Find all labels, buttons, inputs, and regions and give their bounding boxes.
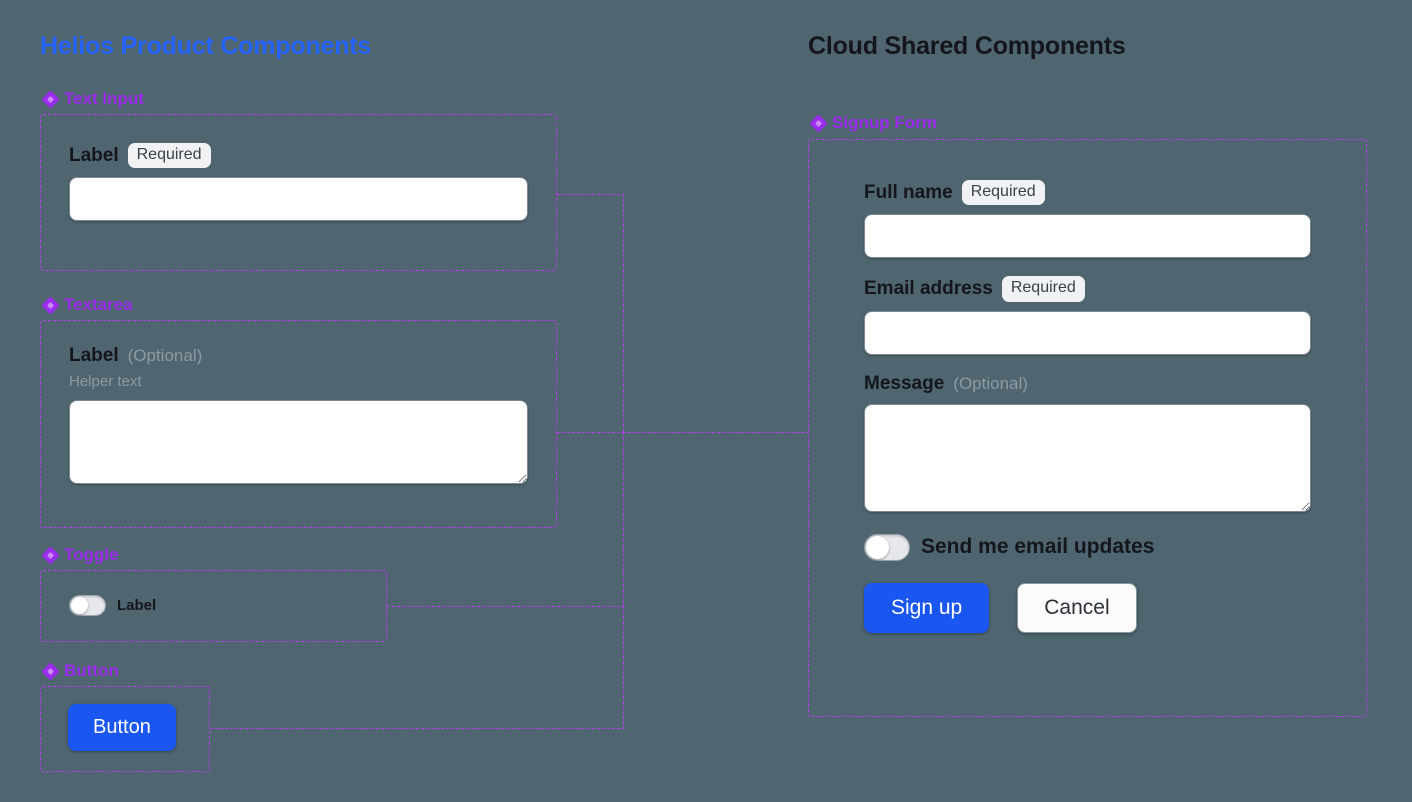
component-tag-textarea: Textarea bbox=[41, 295, 133, 315]
connector-textarea-stub bbox=[557, 432, 625, 433]
connector-text-input-stub bbox=[557, 194, 625, 195]
component-tag-text-input: Text Input bbox=[41, 89, 144, 109]
message-label-row: Message (Optional) bbox=[864, 373, 1311, 395]
left-column-title: Helios Product Components bbox=[40, 32, 372, 60]
cancel-button[interactable]: Cancel bbox=[1017, 582, 1137, 633]
diamond-icon bbox=[41, 89, 60, 109]
full-name-label-row: Full name Required bbox=[864, 180, 1311, 206]
text-input-label-row: Label Required bbox=[69, 143, 528, 169]
text-input-label: Label bbox=[69, 144, 119, 166]
email-updates-label: Send me email updates bbox=[921, 535, 1155, 559]
email-updates-toggle[interactable] bbox=[864, 533, 910, 561]
email-address-label: Email address bbox=[864, 278, 993, 300]
toggle-knob bbox=[866, 535, 889, 559]
panel-signup-form: Full name Required Email address Require… bbox=[808, 139, 1367, 717]
demo-button[interactable]: Button bbox=[68, 704, 176, 751]
required-badge: Required bbox=[127, 143, 211, 169]
textarea-optional-note: (Optional) bbox=[127, 346, 203, 365]
diamond-icon bbox=[41, 545, 60, 565]
component-tag-label: Text Input bbox=[64, 89, 144, 108]
connector-main-trunk bbox=[623, 432, 809, 433]
toggle-row: Label bbox=[69, 595, 386, 616]
full-name-label: Full name bbox=[864, 181, 953, 203]
diamond-icon bbox=[41, 661, 60, 681]
diamond-icon bbox=[809, 113, 828, 133]
required-badge: Required bbox=[961, 180, 1045, 206]
message-label: Message bbox=[864, 372, 945, 394]
textarea-label: Label bbox=[69, 345, 119, 366]
toggle-switch[interactable] bbox=[69, 595, 106, 616]
panel-toggle: Label bbox=[40, 570, 387, 642]
panel-button: Button bbox=[40, 686, 210, 772]
email-address-label-row: Email address Required bbox=[864, 276, 1311, 302]
panel-textarea: Label (Optional) Helper text bbox=[40, 320, 557, 528]
component-tag-signup-form: Signup Form bbox=[809, 113, 937, 133]
required-badge: Required bbox=[1001, 276, 1085, 302]
textarea-label-row: Label (Optional) bbox=[69, 345, 528, 367]
full-name-input[interactable] bbox=[864, 214, 1311, 259]
textarea-field[interactable] bbox=[69, 400, 528, 484]
connector-text-input-riser bbox=[623, 194, 624, 432]
diamond-icon bbox=[41, 295, 60, 315]
signup-actions: Sign up Cancel bbox=[864, 582, 1311, 633]
connector-button-riser bbox=[623, 606, 624, 729]
connector-toggle-stub bbox=[387, 606, 625, 607]
connector-toggle-riser bbox=[623, 432, 624, 607]
email-updates-row: Send me email updates bbox=[864, 533, 1311, 561]
component-tag-toggle: Toggle bbox=[41, 545, 119, 565]
toggle-label: Label bbox=[117, 597, 157, 614]
panel-text-input: Label Required bbox=[40, 114, 557, 271]
sign-up-button[interactable]: Sign up bbox=[864, 582, 990, 633]
component-tag-label: Signup Form bbox=[832, 113, 937, 132]
right-column-title: Cloud Shared Components bbox=[808, 32, 1126, 60]
text-input-field[interactable] bbox=[69, 177, 528, 222]
component-tag-label: Toggle bbox=[64, 545, 119, 564]
email-address-input[interactable] bbox=[864, 310, 1311, 355]
textarea-helper-text: Helper text bbox=[69, 373, 142, 390]
message-optional-note: (Optional) bbox=[953, 373, 1028, 393]
toggle-knob bbox=[71, 597, 88, 614]
component-tag-label: Button bbox=[64, 661, 119, 680]
connector-button-stub bbox=[210, 728, 625, 729]
component-tag-button: Button bbox=[41, 661, 119, 681]
message-textarea[interactable] bbox=[864, 403, 1311, 512]
component-tag-label: Textarea bbox=[64, 295, 133, 314]
